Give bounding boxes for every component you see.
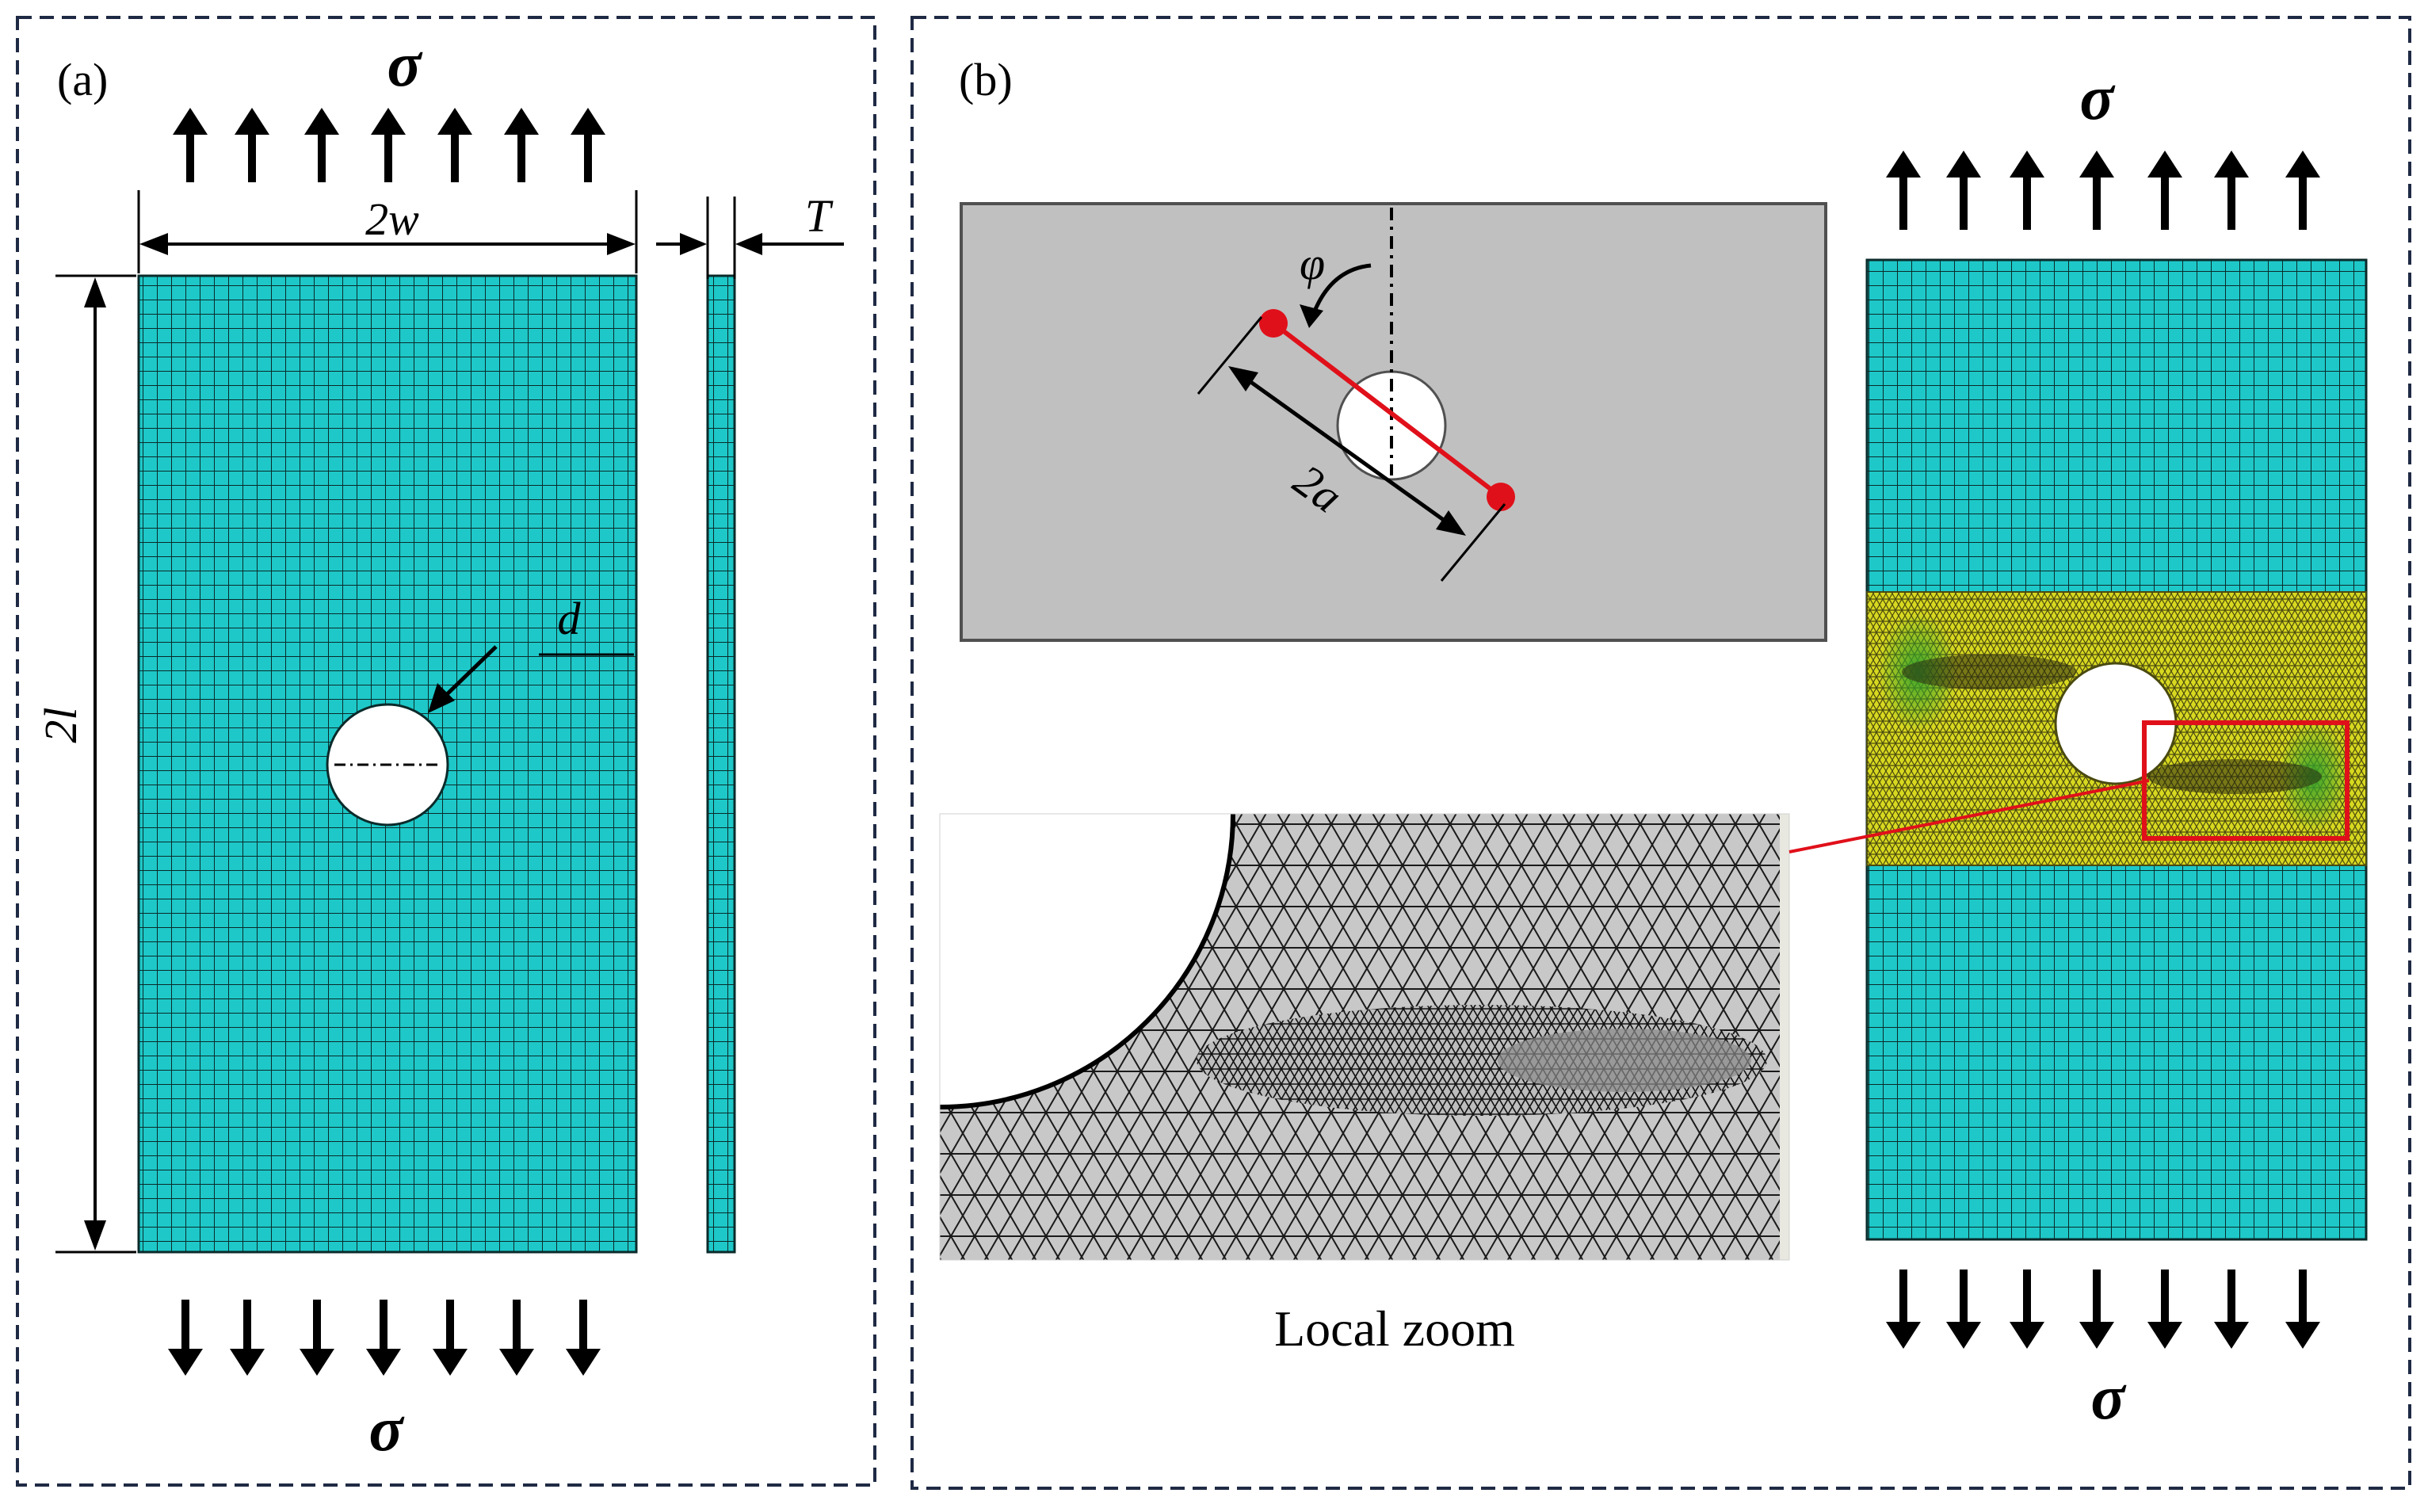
up-arrow-icon bbox=[371, 108, 406, 182]
hole-diameter-leader bbox=[428, 645, 634, 713]
down-arrow-icon bbox=[2214, 1270, 2249, 1349]
up-arrow-icon bbox=[504, 108, 539, 182]
sigma-bottom-b: σ bbox=[2090, 1363, 2126, 1433]
up-arrow-icon bbox=[2147, 151, 2182, 230]
panel-b-label: (b) bbox=[959, 54, 1013, 105]
sigma-bottom-a: σ bbox=[368, 1395, 404, 1464]
thickness-label: T bbox=[805, 190, 834, 242]
hole-label: d bbox=[558, 593, 582, 644]
load-arrows-bottom-a bbox=[168, 1300, 601, 1376]
up-arrow-icon bbox=[2214, 151, 2249, 230]
up-arrow-icon bbox=[1886, 151, 1921, 230]
up-arrow-icon bbox=[235, 108, 269, 182]
crack-tip-right bbox=[1487, 483, 1515, 511]
down-arrow-icon bbox=[366, 1300, 401, 1376]
down-arrow-icon bbox=[1886, 1270, 1921, 1349]
panel-b-frame bbox=[910, 16, 2411, 1490]
local-zoom-view bbox=[940, 814, 1789, 1260]
meshed-plate-side bbox=[706, 274, 736, 1254]
down-arrow-icon bbox=[566, 1300, 601, 1376]
width-label: 2w bbox=[365, 193, 419, 245]
down-arrow-icon bbox=[1946, 1270, 1981, 1349]
up-arrow-icon bbox=[437, 108, 472, 182]
angle-arc bbox=[1300, 263, 1372, 328]
crack-tip-left bbox=[1259, 309, 1288, 338]
up-arrow-icon bbox=[1946, 151, 1981, 230]
load-arrows-top-a bbox=[173, 108, 605, 182]
down-arrow-icon bbox=[168, 1300, 203, 1376]
angle-label: φ bbox=[1300, 238, 1325, 289]
length-label: 2l bbox=[35, 707, 86, 743]
up-arrow-icon bbox=[2010, 151, 2044, 230]
panel-a-label: (a) bbox=[57, 54, 108, 105]
up-arrow-icon bbox=[173, 108, 208, 182]
load-arrows-top-b bbox=[1886, 151, 2320, 230]
zoom-connector-line bbox=[1788, 779, 2150, 853]
down-arrow-icon bbox=[499, 1300, 534, 1376]
up-arrow-icon bbox=[304, 108, 339, 182]
down-arrow-icon bbox=[300, 1300, 334, 1376]
down-arrow-icon bbox=[2079, 1270, 2114, 1349]
down-arrow-icon bbox=[433, 1300, 468, 1376]
load-arrows-bottom-b bbox=[1886, 1270, 2320, 1349]
crack-line bbox=[1272, 321, 1502, 499]
zoom-caption: Local zoom bbox=[1274, 1300, 1515, 1357]
length-dimension bbox=[55, 274, 136, 1254]
width-dimension bbox=[137, 190, 638, 273]
sigma-top-a: σ bbox=[387, 30, 422, 100]
meshed-plate-front bbox=[137, 274, 638, 1254]
refined-crack-left bbox=[1902, 655, 2076, 689]
local-zoom-border bbox=[939, 813, 1790, 1261]
down-arrow-icon bbox=[2147, 1270, 2182, 1349]
refined-crack-right bbox=[2147, 759, 2322, 794]
up-arrow-icon bbox=[571, 108, 605, 182]
down-arrow-icon bbox=[230, 1300, 265, 1376]
panel-a-frame bbox=[16, 16, 876, 1487]
up-arrow-icon bbox=[2079, 151, 2114, 230]
sigma-top-b: σ bbox=[2079, 63, 2115, 133]
thickness-dimension bbox=[656, 197, 844, 279]
crack-length-dimension bbox=[1197, 316, 1506, 582]
down-arrow-icon bbox=[2010, 1270, 2044, 1349]
up-arrow-icon bbox=[2285, 151, 2320, 230]
down-arrow-icon bbox=[2285, 1270, 2320, 1349]
